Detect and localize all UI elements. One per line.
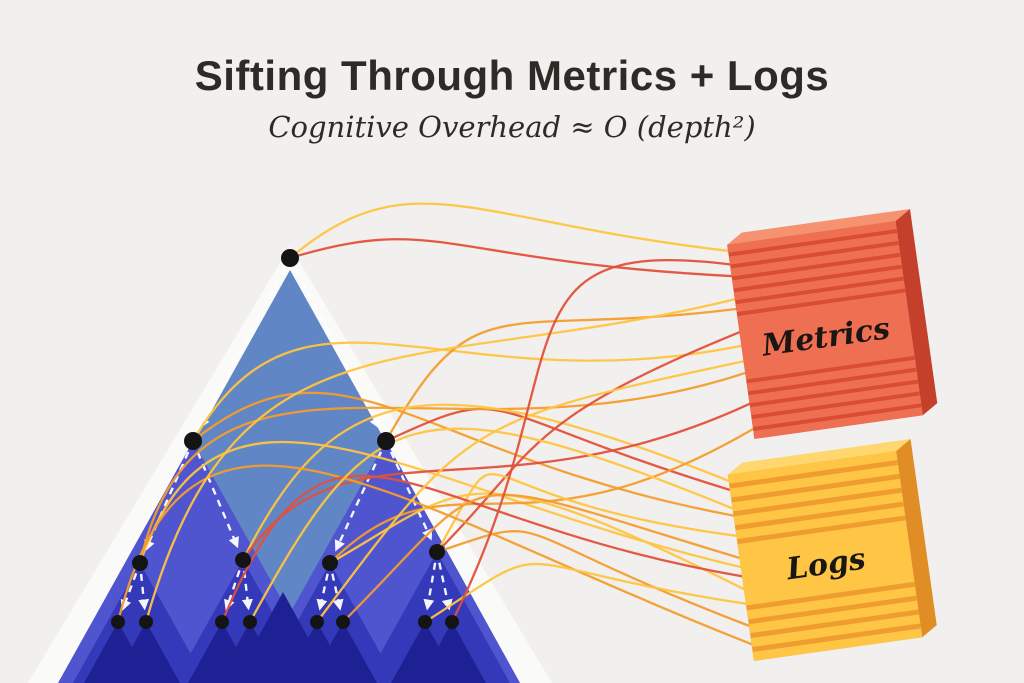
stack-layer bbox=[748, 371, 918, 404]
stack-layer bbox=[733, 268, 904, 301]
connection-curve bbox=[191, 341, 743, 443]
connection-curve bbox=[328, 428, 754, 565]
stack-layer bbox=[731, 478, 902, 512]
tree-edge bbox=[199, 268, 286, 429]
tree-node bbox=[132, 555, 148, 571]
tree-node bbox=[322, 555, 338, 571]
tree-node bbox=[243, 615, 257, 629]
tree-edge bbox=[316, 573, 329, 611]
stack-layer bbox=[727, 451, 898, 484]
tree-node bbox=[429, 544, 445, 560]
tree-node bbox=[418, 615, 432, 629]
stack-layer bbox=[746, 359, 917, 392]
stack-layer bbox=[733, 492, 904, 526]
connection-curves bbox=[116, 202, 754, 646]
metrics-stack bbox=[727, 208, 938, 439]
stack-layer bbox=[729, 464, 900, 498]
stack-layer bbox=[728, 233, 899, 265]
stack-label-band bbox=[737, 292, 915, 380]
tree-edge bbox=[196, 451, 239, 549]
tree-edge bbox=[120, 572, 138, 612]
tree-edge bbox=[138, 573, 150, 611]
pyramid-triangle bbox=[364, 552, 510, 683]
pyramid-triangle bbox=[418, 622, 486, 683]
connection-curve bbox=[315, 360, 745, 624]
stack-top-face bbox=[727, 208, 910, 245]
tree-node bbox=[445, 615, 459, 629]
pyramid-triangle bbox=[309, 622, 377, 683]
connection-curve bbox=[138, 371, 746, 565]
stack-layer bbox=[751, 395, 922, 427]
connection-curve bbox=[241, 402, 751, 562]
stack-layer bbox=[732, 256, 902, 289]
pyramid-triangle bbox=[112, 622, 180, 683]
pyramid-triangle bbox=[216, 622, 284, 683]
tree-node bbox=[235, 552, 251, 568]
tree-edge bbox=[334, 451, 383, 552]
connection-curve bbox=[423, 562, 748, 624]
stack-layer bbox=[752, 628, 923, 661]
connection-curve bbox=[241, 403, 729, 562]
connection-curve bbox=[220, 474, 743, 624]
connection-curve bbox=[144, 298, 736, 624]
pyramid bbox=[28, 246, 552, 683]
stack-layer bbox=[750, 383, 920, 416]
tree-node bbox=[336, 615, 350, 629]
tree-node bbox=[215, 615, 229, 629]
connection-curve bbox=[248, 427, 734, 624]
connection-curve bbox=[435, 331, 741, 554]
stack-layer bbox=[748, 600, 919, 634]
connection-curve bbox=[450, 259, 731, 624]
connection-curve bbox=[138, 440, 742, 569]
stack-layer bbox=[727, 221, 897, 253]
stack-label-band bbox=[737, 520, 915, 606]
tree-node bbox=[281, 249, 299, 267]
tree-edge bbox=[241, 570, 253, 611]
stack-layer bbox=[730, 244, 900, 277]
tree-edge bbox=[331, 573, 344, 611]
tree-edge bbox=[389, 451, 433, 541]
connection-curve bbox=[288, 238, 733, 278]
tree-edge bbox=[224, 570, 241, 611]
tree-node bbox=[111, 615, 125, 629]
connection-curve bbox=[191, 391, 735, 517]
connection-curve bbox=[328, 492, 745, 591]
stack-layer bbox=[746, 586, 917, 620]
tree-node bbox=[377, 432, 395, 450]
connection-curve bbox=[288, 202, 729, 260]
connection-curve bbox=[341, 493, 741, 624]
stack-top-face bbox=[727, 438, 911, 475]
logs-stack bbox=[727, 438, 937, 661]
stack-layer bbox=[753, 407, 923, 439]
stack-layer bbox=[735, 506, 906, 540]
stack-side-face bbox=[896, 438, 937, 638]
stack-layer bbox=[735, 280, 905, 313]
tree-node bbox=[139, 615, 153, 629]
stack-side-face bbox=[895, 208, 938, 416]
tree-node bbox=[184, 432, 202, 450]
tree-node bbox=[310, 615, 324, 629]
connection-curve bbox=[116, 464, 753, 646]
tree-nodes bbox=[111, 249, 459, 629]
connection-curve bbox=[384, 407, 731, 491]
stack-layer bbox=[750, 614, 921, 648]
